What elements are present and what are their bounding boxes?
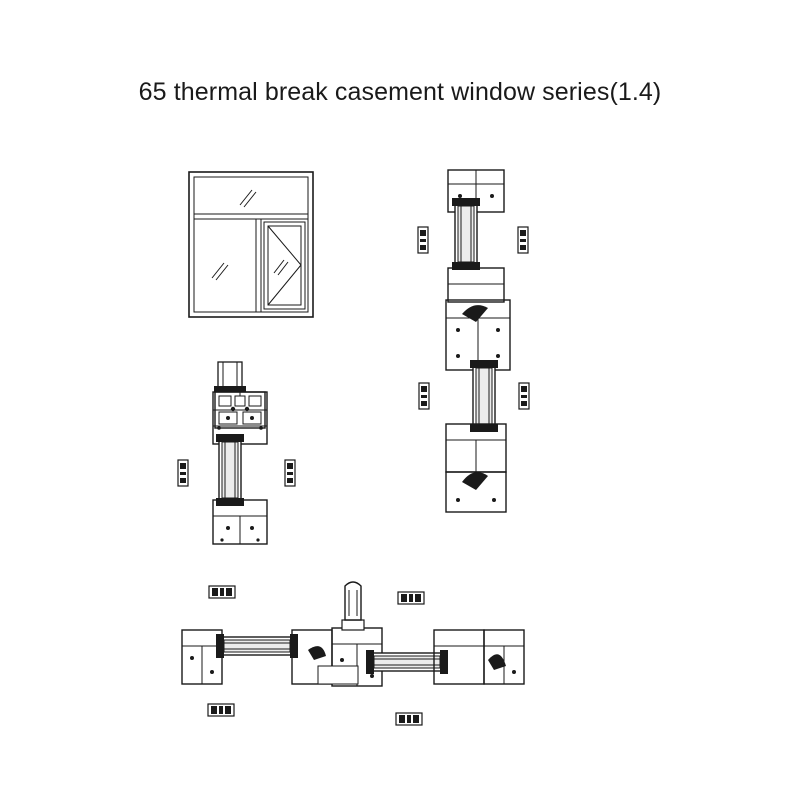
horizontal-section xyxy=(181,581,525,726)
window-elevation xyxy=(188,171,314,318)
vertical-section-left xyxy=(177,361,296,545)
page-title: 65 thermal break casement window series(… xyxy=(138,78,662,106)
vertical-section-right xyxy=(417,169,530,513)
